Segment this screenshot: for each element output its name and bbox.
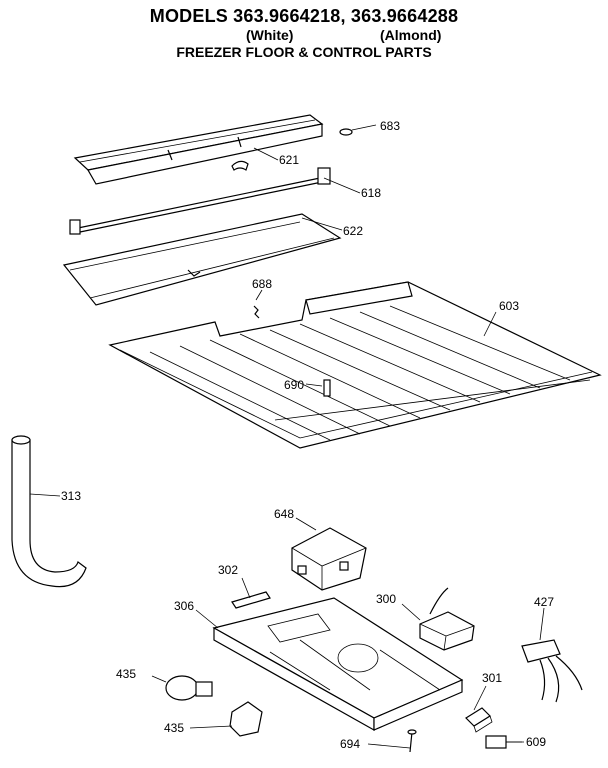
- callout-683: 683: [380, 119, 401, 133]
- callout-618: 618: [361, 186, 382, 200]
- diagram-subtitle: FREEZER FLOOR & CONTROL PARTS: [176, 44, 432, 60]
- callout-648: 648: [274, 507, 295, 521]
- part-313-drain-tube: [11, 435, 87, 588]
- callout-435-bulb: 435: [116, 667, 137, 681]
- part-621-trim-channel: [73, 114, 324, 185]
- callout-300: 300: [376, 592, 397, 606]
- callout-435-socket: 435: [164, 721, 185, 735]
- part-683-screw: [339, 124, 377, 136]
- callout-609: 609: [526, 735, 547, 749]
- callout-622: 622: [343, 224, 364, 238]
- callout-694: 694: [340, 737, 361, 751]
- part-690-screw: [305, 379, 331, 397]
- part-435-socket: [229, 701, 263, 737]
- color-almond-label: (Almond): [380, 27, 442, 43]
- part-622-drip-tray: [62, 213, 342, 306]
- part-301-button: [465, 707, 493, 733]
- part-618-rod: [69, 167, 331, 235]
- part-688-clip: [253, 305, 260, 319]
- part-603-freezer-floor: [108, 281, 602, 449]
- part-302-pin: [231, 591, 271, 609]
- part-427-connector: [521, 639, 583, 703]
- callout-313: 313: [61, 489, 82, 503]
- callout-301: 301: [482, 671, 503, 685]
- callout-688: 688: [252, 277, 273, 291]
- callout-306: 306: [174, 599, 195, 613]
- models-title: MODELS 363.9664218, 363.9664288: [149, 6, 459, 26]
- color-white-label: (White): [246, 27, 294, 43]
- callout-621: 621: [279, 153, 300, 167]
- part-306-control-housing: [212, 597, 464, 732]
- part-435-bulb: [165, 675, 213, 701]
- part-694-screw: [407, 729, 417, 753]
- callout-603: 603: [499, 299, 520, 313]
- part-648-control: [291, 527, 367, 591]
- part-300-switch: [419, 587, 475, 651]
- callout-690: 690: [284, 378, 305, 392]
- callout-leader-lines: [29, 147, 545, 749]
- callout-427: 427: [534, 595, 555, 609]
- callout-302: 302: [218, 563, 239, 577]
